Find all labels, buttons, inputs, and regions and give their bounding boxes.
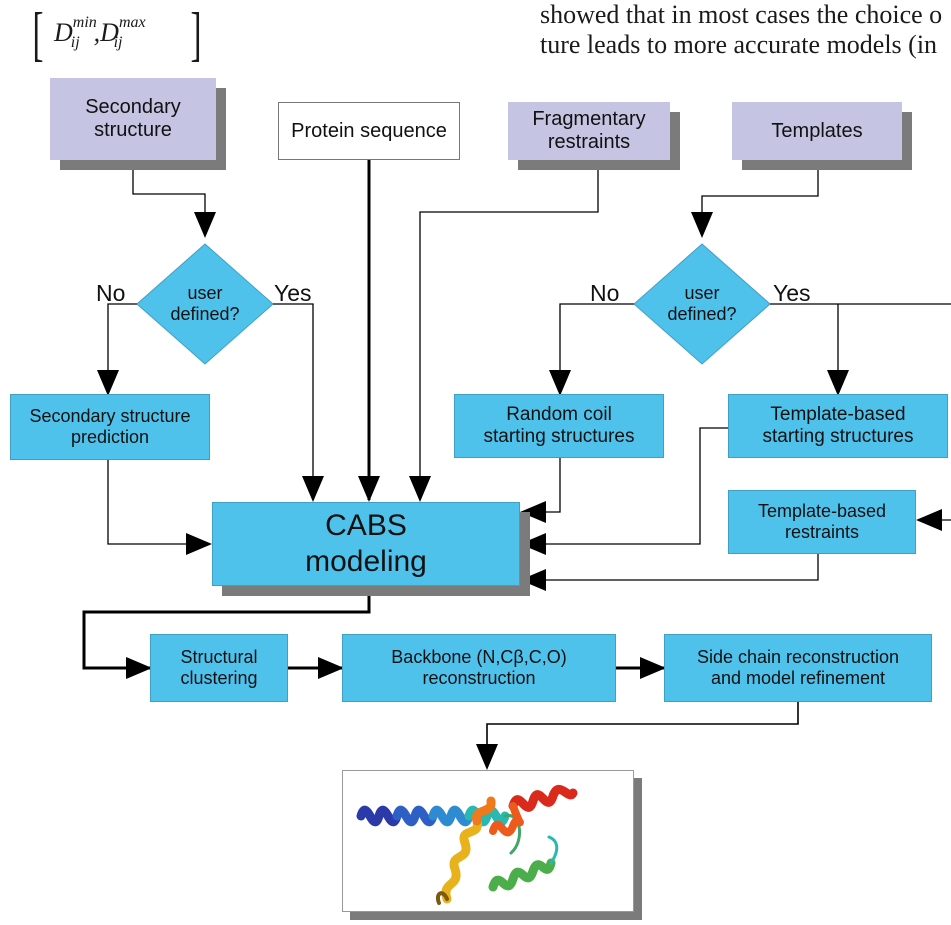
edge-ss-to-diamond1 <box>132 168 216 238</box>
cabs-modeling: CABS modeling <box>212 502 520 586</box>
formula-right-bracket: ] <box>190 1 202 67</box>
protein-model-image <box>342 770 634 912</box>
fragmentary-restraints-input: Fragmentary restraints <box>508 102 670 160</box>
edge-templates-to-diamond2 <box>691 160 819 238</box>
edge-sidechain-to-model <box>476 702 799 770</box>
formula-max-sup: max <box>118 14 146 31</box>
secondary-structure-input: Secondary structure <box>50 78 216 160</box>
formula-left-bracket: [ <box>32 1 44 67</box>
template-based-restraints: Template-based restraints <box>728 490 916 554</box>
user-defined-diamond-2 <box>633 243 771 365</box>
edge-fragmentary-to-cabs <box>409 160 599 502</box>
formula-min-sup: min <box>72 14 97 31</box>
edge-no-to-ss-prediction <box>97 303 137 396</box>
formula-sub-2: ij <box>113 34 123 52</box>
body-text-line-1: showed that in most cases the choice o <box>540 0 943 29</box>
yes-label-1: Yes <box>274 280 312 306</box>
yes-label-2: Yes <box>773 280 811 306</box>
user-defined-text-1: user defined? <box>170 283 240 324</box>
backbone-reconstruction: Backbone (N,Cβ,C,O) reconstruction <box>342 634 616 702</box>
no-label-2: No <box>590 280 620 306</box>
body-text: showed that in most cases the choice o t… <box>540 0 951 60</box>
random-coil-starting-structures: Random coil starting structures <box>454 394 664 458</box>
edge-random-coil-to-cabs <box>520 458 561 523</box>
edge-cabs-to-clustering <box>82 586 371 679</box>
formula-comma: , <box>93 18 101 47</box>
structural-clustering: Structural clustering <box>150 634 288 702</box>
secondary-structure-prediction: Secondary structure prediction <box>10 394 210 460</box>
formula-symbol-max: D <box>100 18 119 47</box>
templates-input: Templates <box>732 102 902 160</box>
formula-sub-1: ij <box>70 34 80 52</box>
user-defined-diamond-1 <box>136 243 274 365</box>
body-text-line-2: ture leads to more accurate models (in <box>540 30 938 59</box>
template-based-starting-structures: Template-based starting structures <box>728 394 948 458</box>
user-defined-text-2: user defined? <box>667 283 737 324</box>
no-label-1: No <box>96 280 126 306</box>
edge-ss-prediction-to-cabs <box>107 460 212 555</box>
protein-sequence-input: Protein sequence <box>278 102 460 160</box>
edge-template-restraints-to-cabs <box>520 554 819 591</box>
side-chain-reconstruction: Side chain reconstruction and model refi… <box>664 634 932 702</box>
edge-yes-to-cabs <box>273 303 324 502</box>
edge-no-to-random-coil <box>549 303 634 396</box>
edge-template-start-to-cabs <box>520 427 728 555</box>
protein-ribbon-illustration <box>356 784 578 905</box>
formula-symbol-min: D <box>54 18 73 47</box>
